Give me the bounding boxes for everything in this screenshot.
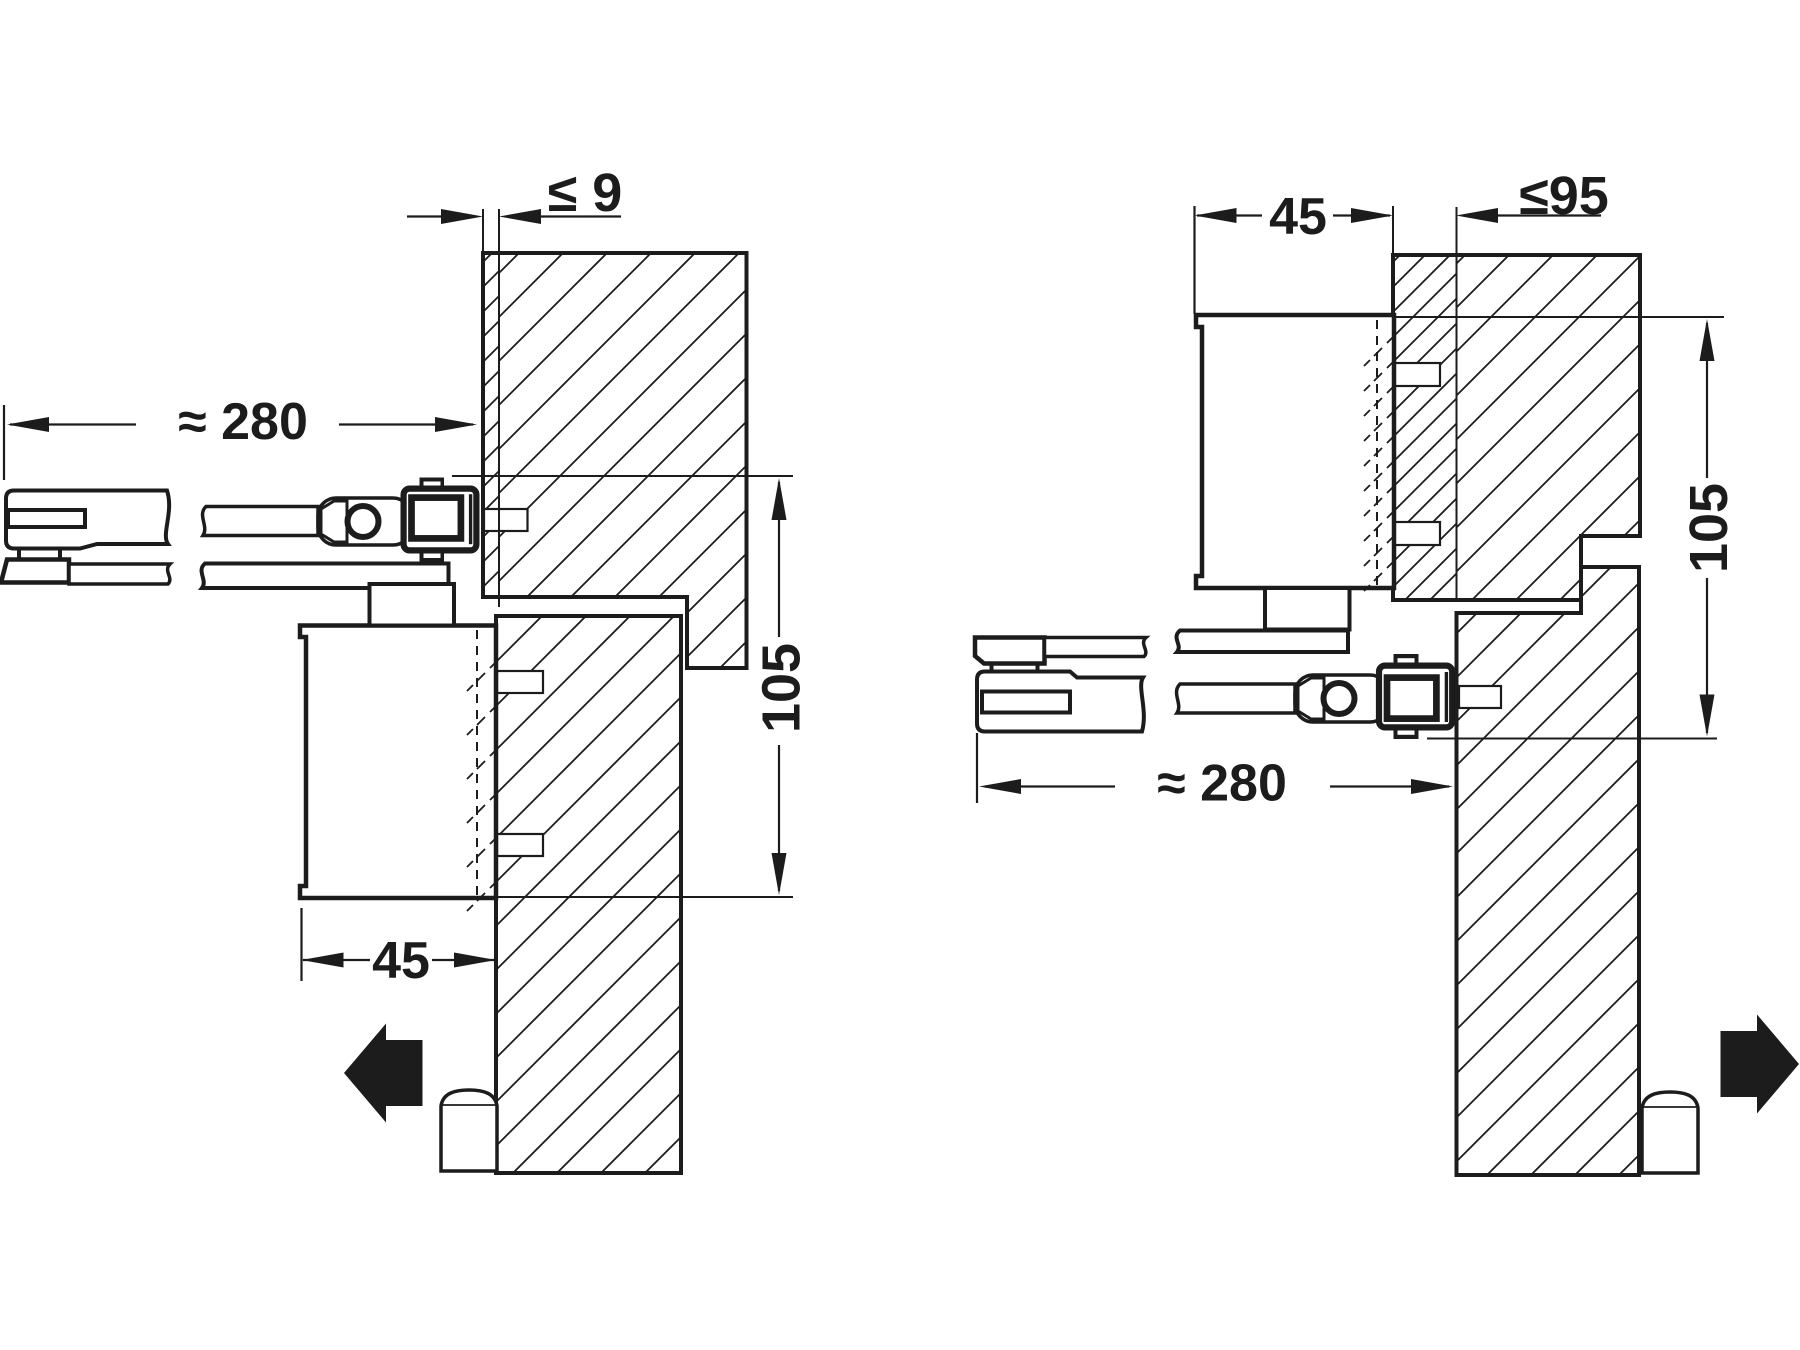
svg-text:45: 45	[372, 932, 430, 990]
svg-text:≈ 280: ≈ 280	[1157, 755, 1287, 813]
svg-text:≤ 9: ≤ 9	[548, 163, 623, 223]
svg-text:105: 105	[752, 643, 812, 733]
svg-text:≤95: ≤95	[1519, 166, 1609, 226]
svg-text:45: 45	[1269, 188, 1327, 246]
svg-text:≈ 280: ≈ 280	[178, 393, 308, 451]
svg-text:105: 105	[1679, 483, 1739, 573]
